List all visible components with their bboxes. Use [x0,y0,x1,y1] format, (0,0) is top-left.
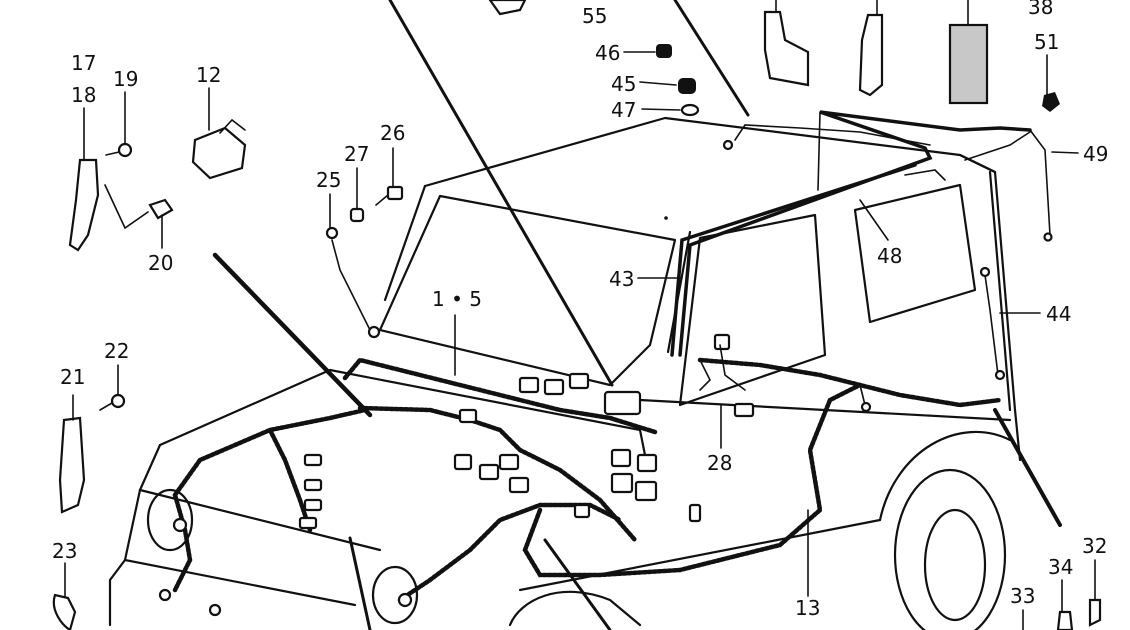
part-19-screw [117,142,133,158]
label-21: 21 [60,365,85,389]
part-34 [1056,610,1074,630]
label-34: 34 [1048,555,1073,579]
label-38: 38 [1028,0,1053,19]
callout-labels: 17 18 19 12 20 25 27 26 55 46 45 47 38 5… [52,0,1108,620]
label-12: 12 [196,63,221,87]
part-22-screw [110,393,126,409]
label-20: 20 [148,251,173,275]
label-19: 19 [113,67,138,91]
label-17: 17 [71,51,96,75]
label-22: 22 [104,339,129,363]
label-49: 49 [1083,142,1108,166]
label-1-5: 1 • 5 [432,287,482,311]
label-23: 23 [52,539,77,563]
main-harness [158,226,1006,617]
part-21-clip [58,416,86,514]
part-46 [656,44,672,58]
label-46: 46 [595,41,620,65]
label-28: 28 [707,451,732,475]
loose-parts [52,0,1102,630]
part-18-clip [68,158,100,252]
label-44: 44 [1046,302,1071,326]
callout-leaders [64,0,1096,630]
part-38-pad [948,23,989,105]
roof-harness [670,110,1053,357]
label-47: 47 [611,98,636,122]
part-47 [680,103,700,117]
label-13: 13 [795,596,820,620]
part-top-connector [488,0,527,16]
label-25: 25 [316,168,341,192]
label-55: 55 [582,4,607,28]
label-48: 48 [877,244,902,268]
label-27: 27 [344,142,369,166]
part-20-bolt [148,198,174,220]
label-18: 18 [71,83,96,107]
leader-lines [212,0,1062,630]
part-top-clip [858,13,884,97]
label-26: 26 [380,121,405,145]
label-43: 43 [609,267,634,291]
part-12-relay [191,126,247,180]
part-32 [1088,598,1102,627]
label-45: 45 [611,72,636,96]
part-26-bolt [386,185,404,201]
part-51-nut [1042,92,1060,112]
part-27-nut [349,207,365,223]
label-51: 51 [1034,30,1059,54]
part-45 [678,78,696,94]
part-top-bracket [763,10,810,87]
label-33: 33 [1010,584,1035,608]
part-23-grommet [52,593,77,630]
label-32: 32 [1082,534,1107,558]
vehicle-body [108,116,1022,630]
